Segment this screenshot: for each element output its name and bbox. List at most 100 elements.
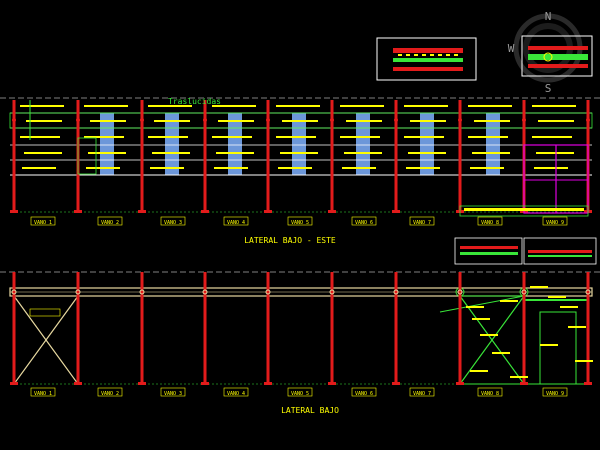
- annotation-mark: [340, 136, 380, 138]
- annotation-mark: [474, 120, 510, 122]
- annotation-mark: [84, 136, 124, 138]
- annotation-mark: [492, 352, 510, 354]
- span-label-box: [542, 387, 568, 397]
- column-node: [457, 289, 463, 295]
- translucent-panel: [292, 113, 306, 175]
- annotation-mark: [422, 54, 426, 56]
- annotation-mark: [150, 167, 184, 169]
- annotation-mark: [404, 105, 448, 107]
- annotation-mark: [90, 120, 126, 122]
- detail-box-2: [521, 35, 593, 77]
- translucent-panel: [356, 113, 370, 175]
- column-base: [74, 210, 82, 213]
- column-node: [202, 289, 208, 295]
- span-label-box: [30, 387, 56, 397]
- span-label: VANO 9: [546, 220, 564, 226]
- annotation-mark: [472, 318, 490, 320]
- annotation-mark: [22, 167, 56, 169]
- column-base: [456, 382, 464, 385]
- annotation-mark: [532, 136, 572, 138]
- annotation-mark: [20, 105, 64, 107]
- column-node: [521, 289, 527, 295]
- column-base: [520, 382, 528, 385]
- green-rafter: [439, 295, 525, 313]
- annotation-mark: [342, 167, 376, 169]
- compass-north-label: N: [545, 10, 552, 23]
- span-label: VANO 4: [227, 220, 245, 226]
- annotation-mark: [536, 152, 574, 154]
- annotation-mark: [26, 120, 62, 122]
- annotation-mark: [454, 54, 458, 56]
- column-node: [75, 289, 81, 295]
- annotation-mark: [214, 167, 248, 169]
- span-label: VANO 9: [546, 391, 564, 397]
- annotation-mark: [212, 136, 252, 138]
- column-node: [203, 118, 207, 122]
- x-brace: [13, 295, 79, 385]
- column: [203, 100, 207, 212]
- span-label-box: [97, 216, 123, 226]
- door-frame: [77, 137, 97, 175]
- span-label-box: [287, 216, 313, 226]
- column: [140, 100, 144, 212]
- gutter-band: [9, 112, 593, 129]
- column-base: [328, 382, 336, 385]
- column: [394, 272, 398, 384]
- span-label: VANO 7: [413, 391, 431, 397]
- column: [12, 100, 16, 212]
- annotation-mark: [20, 136, 60, 138]
- column-node: [329, 289, 335, 295]
- column: [266, 272, 270, 384]
- annotation-mark: [88, 152, 126, 154]
- annotation-mark: [470, 167, 504, 169]
- column-base: [201, 382, 209, 385]
- span-label-box: [351, 216, 377, 226]
- column-base: [264, 382, 272, 385]
- column-node: [586, 118, 590, 122]
- span-label-box: [351, 387, 377, 397]
- span-label: VANO 5: [291, 220, 309, 226]
- translucent-panel: [420, 113, 434, 175]
- column-base: [201, 210, 209, 213]
- annotation-mark: [568, 326, 586, 328]
- annotation-mark: [472, 152, 510, 154]
- column: [76, 272, 80, 384]
- column: [330, 272, 334, 384]
- span-label-box: [409, 387, 435, 397]
- annotation-mark: [148, 105, 192, 107]
- column-node: [266, 118, 270, 122]
- annotation-mark: [414, 54, 418, 56]
- column: [458, 272, 462, 384]
- span-label: VANO 8: [481, 220, 499, 226]
- annotation-mark: [84, 105, 128, 107]
- annotation-mark: [548, 296, 566, 298]
- annotation-mark: [534, 167, 568, 169]
- span-label-box: [409, 216, 435, 226]
- header-note-label: Traslucidas: [168, 97, 221, 106]
- annotation-mark: [398, 54, 402, 56]
- column-node: [393, 289, 399, 295]
- column-node: [12, 118, 16, 122]
- view2-caption: LATERAL BAJO: [281, 406, 339, 415]
- column-base: [74, 382, 82, 385]
- annotation-mark: [406, 54, 410, 56]
- annotation-mark: [446, 54, 450, 56]
- column-node: [76, 118, 80, 122]
- span-label-box: [223, 387, 249, 397]
- annotation-mark: [540, 344, 558, 346]
- annotation-mark: [408, 152, 446, 154]
- annotation-mark: [282, 120, 318, 122]
- span-label: VANO 7: [413, 220, 431, 226]
- annotation-mark: [152, 152, 190, 154]
- column-base: [584, 382, 592, 385]
- column: [203, 272, 207, 384]
- column: [140, 272, 144, 384]
- span-label: VANO 8: [481, 391, 499, 397]
- annotation-mark: [24, 152, 62, 154]
- column: [586, 272, 590, 384]
- span-label-box: [287, 387, 313, 397]
- span-label-box: [477, 387, 503, 397]
- annotation-mark: [276, 136, 316, 138]
- column-base: [138, 382, 146, 385]
